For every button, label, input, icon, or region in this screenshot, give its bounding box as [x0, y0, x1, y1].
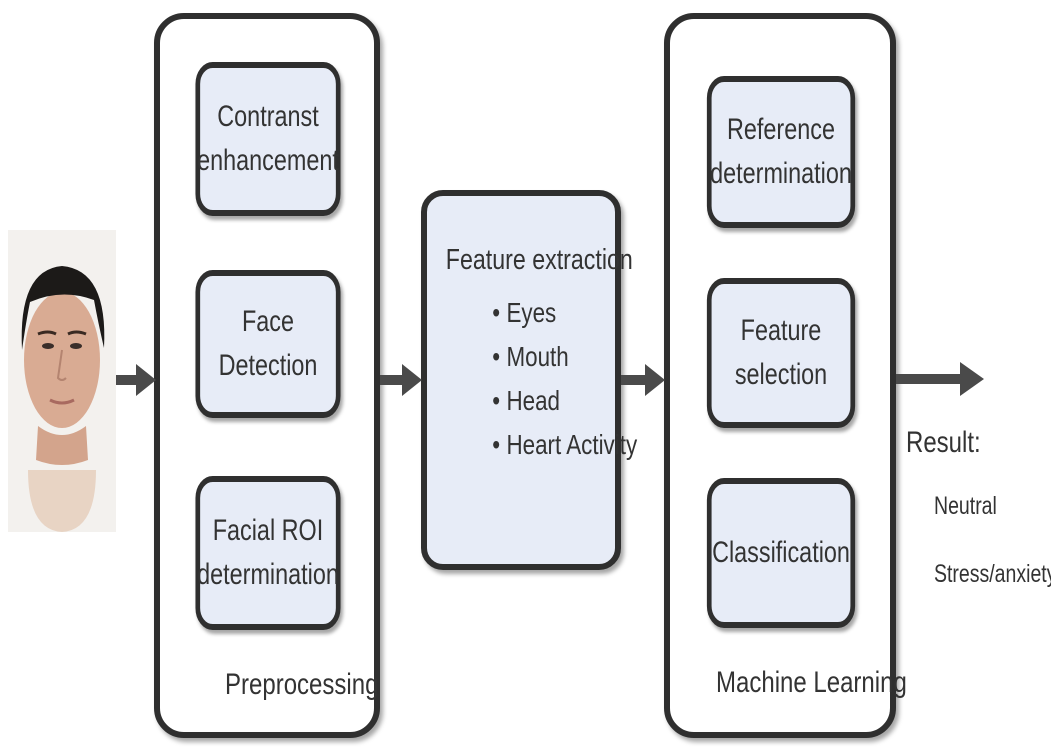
preprocessing-step-contrast-enhancement: Contranst enhancement	[195, 62, 341, 216]
ml-step-feature-selection: Feature selection	[706, 278, 856, 428]
feature-item-head: Head	[492, 379, 596, 423]
ml-step-classification: Classification	[706, 478, 856, 628]
preprocessing-step-facial-roi: Facial ROI determination	[195, 476, 341, 630]
face-photo	[8, 230, 116, 532]
result-title: Result:	[906, 426, 981, 459]
result-item-neutral: Neutral	[934, 492, 997, 520]
result-item-stress-anxiety: Stress/anxiety	[934, 560, 1051, 588]
preprocessing-label: Preprocessing	[225, 668, 379, 701]
ml-step-reference-determination: Reference determination	[706, 76, 856, 228]
arrow-face-to-preprocessing	[116, 364, 156, 396]
feature-list: Eyes Mouth Head Heart Activity	[446, 291, 637, 467]
feature-item-eyes: Eyes	[492, 291, 596, 335]
feature-extraction-box: Feature extraction Eyes Mouth Head Heart…	[421, 190, 637, 570]
arrow-feature-extraction-to-ml	[621, 364, 665, 396]
machine-learning-label: Machine Learning	[716, 666, 907, 699]
arrow-ml-to-result	[896, 362, 984, 396]
preprocessing-step-face-detection: Face Detection	[195, 270, 341, 418]
feature-item-mouth: Mouth	[492, 335, 596, 379]
arrow-preprocessing-to-feature-extraction	[380, 364, 422, 396]
